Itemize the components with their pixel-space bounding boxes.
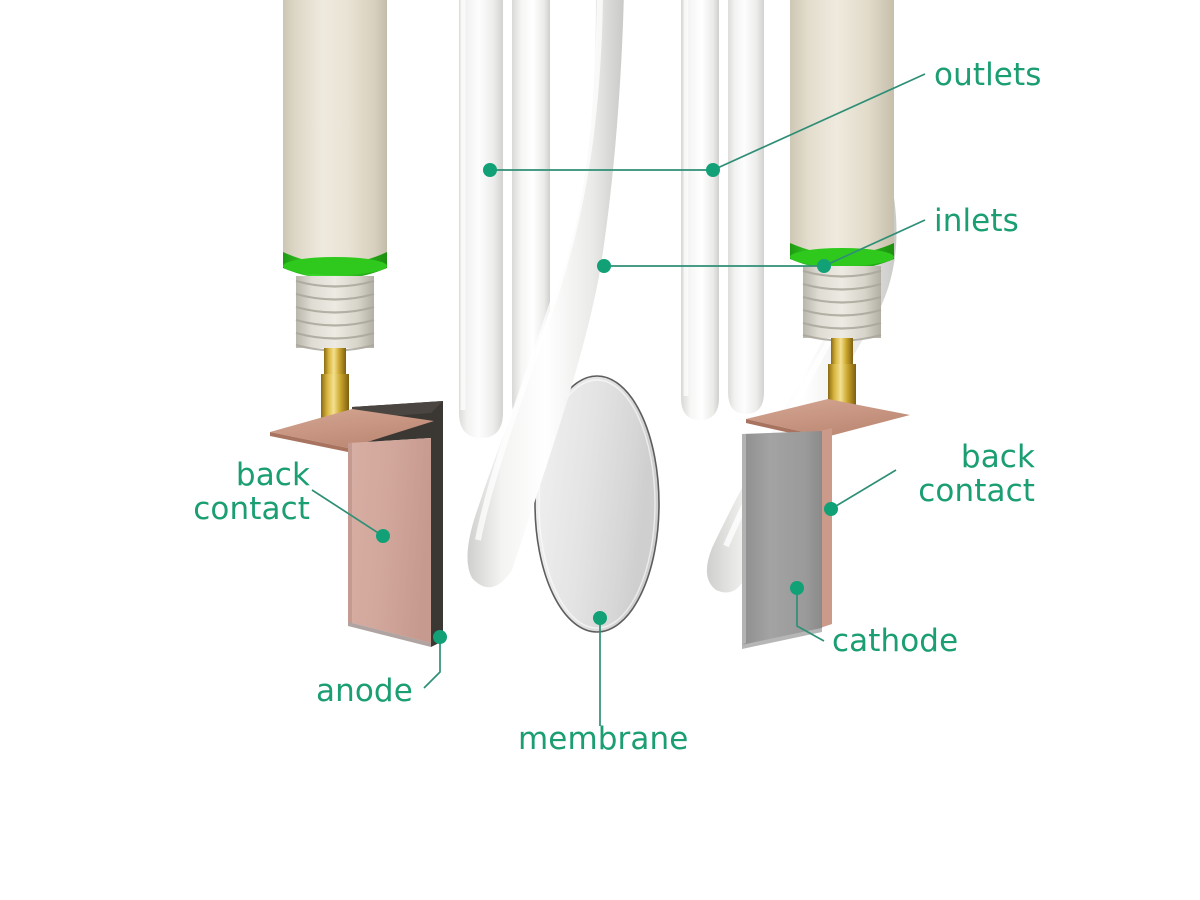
label-back-contact-left: back contact [193,457,310,527]
cathode-face [742,431,822,645]
dot-outlet-right [706,163,720,177]
dot-outlet-left [483,163,497,177]
leader-back-contact-right [830,469,897,510]
leader-anode [423,637,441,689]
anode-face [348,438,431,643]
label-cathode: cathode [832,623,959,659]
label-membrane: membrane [518,721,689,757]
dot-membrane [593,611,607,625]
leader-cathode [796,588,825,642]
dot-anode [433,630,447,644]
bellows-right [802,266,882,342]
membrane-disc [534,375,660,633]
dot-cathode [790,581,804,595]
label-anode: anode [316,673,413,709]
dot-back-contact-right [824,502,838,516]
cathode-assembly [742,399,910,649]
inlet-tube-left [467,0,624,588]
dot-inlet-left [597,259,611,273]
label-outlets: outlets [934,57,1042,93]
leader-dots [376,163,838,644]
bellows-left [295,276,375,352]
label-inlets: inlets [934,203,1019,239]
dot-inlet-right [817,259,831,273]
left-cylinder-assembly [283,0,387,439]
dot-back-contact-left [376,529,390,543]
leader-back-contact-left [311,489,384,537]
outlet-tube-right-inner [681,0,719,420]
outlet-tube-right [728,0,764,414]
outlet-tube-left [459,0,503,438]
right-cylinder-assembly [790,0,894,423]
copper-plate-right [746,399,910,437]
outlet-tube-left-inner [512,0,550,424]
copper-plate-left [270,409,434,448]
label-back-contact-right: back contact [918,439,1035,509]
membrane-assembly [534,375,660,633]
anode-assembly [270,401,443,647]
cathode-back-edge [820,428,832,628]
